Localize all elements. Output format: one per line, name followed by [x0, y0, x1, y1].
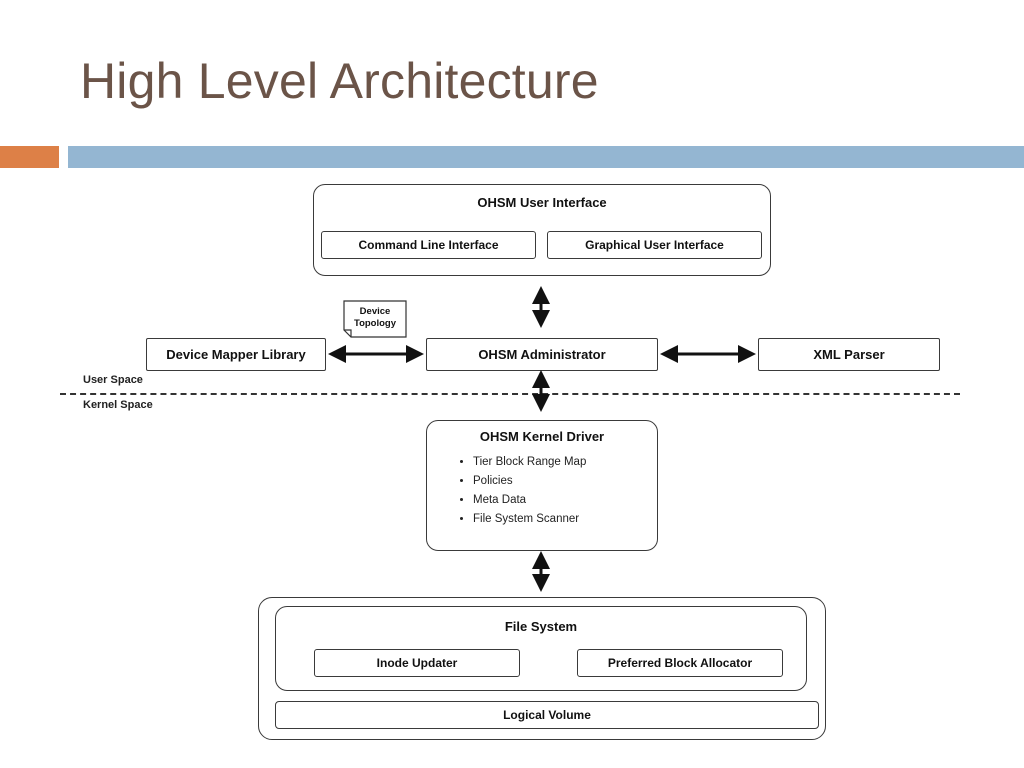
kernel-item: Meta Data: [473, 493, 586, 507]
note-line1: Device: [359, 306, 391, 317]
user-space-label: User Space: [83, 374, 143, 386]
kernel-item: Policies: [473, 474, 586, 488]
kernel-driver-title: OHSM Kernel Driver: [479, 429, 605, 444]
device-topology-note: Device Topology: [343, 300, 407, 338]
gui-box: Graphical User Interface: [547, 231, 762, 259]
block-allocator-box: Preferred Block Allocator: [577, 649, 783, 677]
cli-box: Command Line Interface: [321, 231, 536, 259]
kernel-space-label: Kernel Space: [83, 399, 153, 411]
accent-bar-blue: [68, 146, 1024, 168]
logical-volume-box: Logical Volume: [275, 701, 819, 729]
ui-panel-title: OHSM User Interface: [477, 195, 607, 210]
kernel-item: Tier Block Range Map: [473, 455, 586, 469]
accent-bar-orange: [0, 146, 59, 168]
file-system-panel: File System Inode Updater Preferred Bloc…: [275, 606, 807, 691]
admin-box: OHSM Administrator: [426, 338, 658, 371]
file-system-title: File System: [504, 619, 578, 634]
note-line2: Topology: [353, 318, 397, 329]
ui-panel: OHSM User Interface Command Line Interfa…: [313, 184, 771, 276]
slide-title: High Level Architecture: [80, 53, 599, 109]
kernel-driver-list: Tier Block Range Map Policies Meta Data …: [447, 455, 586, 531]
kernel-item: File System Scanner: [473, 512, 586, 526]
xml-parser-box: XML Parser: [758, 338, 940, 371]
inode-updater-box: Inode Updater: [314, 649, 520, 677]
note-icon: [343, 300, 407, 338]
storage-panel: File System Inode Updater Preferred Bloc…: [258, 597, 826, 740]
kernel-driver-panel: OHSM Kernel Driver Tier Block Range Map …: [426, 420, 658, 551]
device-mapper-box: Device Mapper Library: [146, 338, 326, 371]
space-divider: [60, 393, 960, 395]
